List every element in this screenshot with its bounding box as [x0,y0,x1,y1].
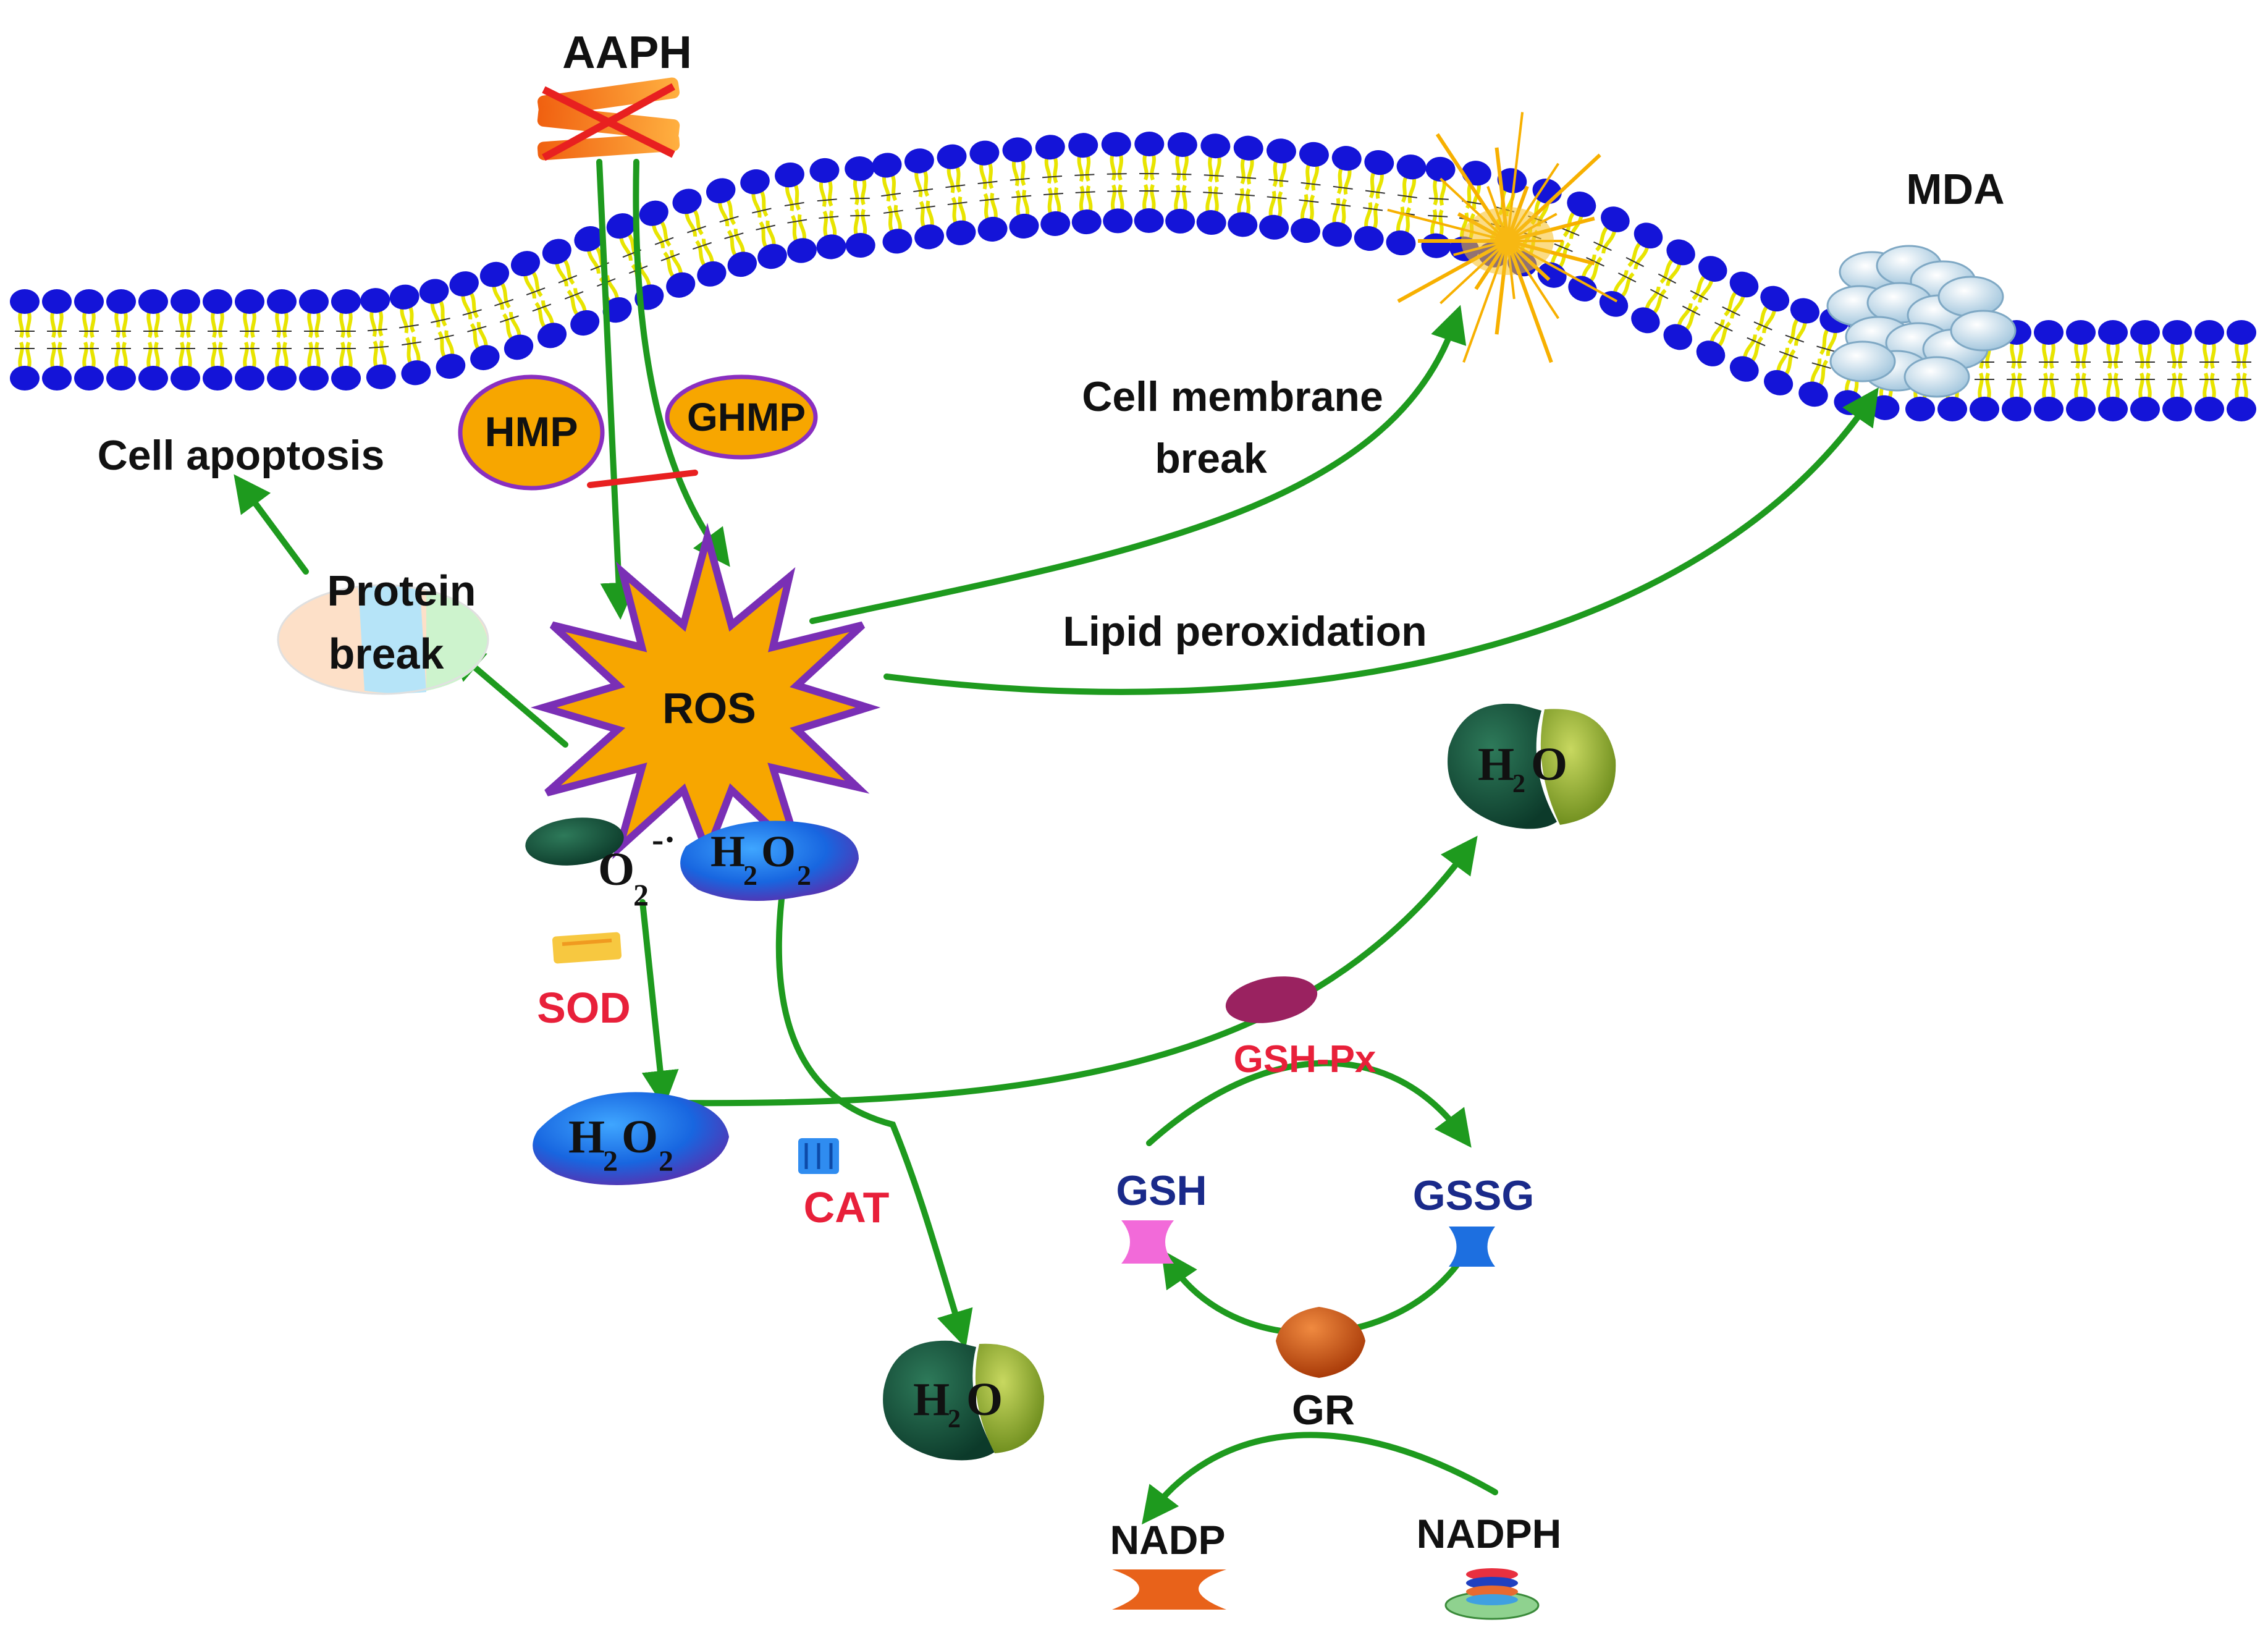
mda-cluster-icon [1826,245,2017,398]
nadp-label: NADP [1110,1517,1225,1563]
gsh-px-label: GSH-Px [1234,1038,1376,1081]
arrow-ros-to-mda [883,387,1879,695]
nadph-molecule-icon [1444,1568,1540,1620]
h2o2-node-bottom: H 2 O 2 [533,1092,729,1185]
h2o-top-h: H [1478,738,1514,790]
arrow-nadph-to-nadp [1142,1432,1498,1525]
superoxide-o: O [598,843,634,895]
gsh-label: GSH [1116,1167,1207,1214]
protein-label: Protein [327,567,476,615]
gsh-molecule-icon [1121,1220,1174,1264]
gssg-label: GSSG [1413,1172,1535,1219]
gssg-molecule-icon [1449,1227,1495,1267]
h2o-top-right-half-icon [1540,709,1616,825]
h2o2-top-o: O [761,827,796,876]
gsh-px-enzyme-icon [1225,976,1318,1023]
sod-enzyme-icon [552,932,622,964]
arrow-protein-to-apoptosis [234,474,309,575]
membrane-break-label: break [1155,435,1267,482]
h2o2-bottom-o: O [622,1111,658,1163]
nadp-molecule-icon [1112,1569,1226,1610]
h2o-bottom-o: O [966,1374,1003,1425]
h2o2-top-sub-2a: 2 [743,859,757,891]
cat-enzyme-icon [798,1138,839,1174]
h2o2-node-top: H 2 O 2 [680,821,859,901]
h2o2-bottom-blob-icon [533,1092,729,1185]
superoxide-blob-icon [525,817,624,866]
nadph-label: NADPH [1417,1511,1562,1556]
h2o-top-sub-2: 2 [1512,770,1525,798]
sod-label: SOD [537,984,631,1032]
h2o-node-top: H 2 O [1448,703,1616,829]
lipid-peroxidation-label: Lipid peroxidation [1063,608,1427,655]
mda-label: MDA [1906,165,2004,213]
hmp-label: HMP [484,408,578,455]
h2o2-blob-icon [680,821,859,901]
h2o-top-o: O [1531,738,1567,790]
ghmp-label: GHMP [687,395,806,439]
cell-membrane-label: Cell membrane [1082,373,1383,420]
arrow-h2o2-to-water-bottom [775,896,973,1348]
arrow-ros-to-membrane-break [809,305,1467,624]
h2o-top-left-half-icon [1448,703,1557,829]
aaph-molecule-icon [537,77,680,161]
h2o2-bottom-h: H [568,1111,605,1163]
arrow-aaph-to-ros [596,159,638,620]
h2o2-bottom-sub-2a: 2 [603,1145,618,1178]
h2o-bottom-right-half-icon [975,1343,1044,1453]
ros-node: ROS [530,523,881,868]
gr-enzyme-icon [1276,1307,1365,1378]
inhibition-bar [587,470,698,488]
gr-label: GR [1292,1387,1355,1434]
arrow-ros-to-protein-break [447,643,568,748]
protein-break-node: Protein break [277,567,489,695]
membrane-break-burst-icon [1387,112,1618,363]
arrow-gsh-to-gssg [1146,1060,1472,1148]
superoxide-radical-mark: -· [652,819,676,859]
arrow-aaph-to-ghmp-path [633,159,730,567]
protein-break-label: break [329,630,444,678]
aaph-label: AAPH [562,27,692,78]
arrow-superoxide-to-h2o2 [639,899,679,1108]
superoxide-node: O 2 -· [525,817,676,912]
ros-label: ROS [662,684,756,732]
h2o2-top-sub-2b: 2 [797,859,811,891]
superoxide-sub-2: 2 [633,877,649,912]
h2o2-bottom-sub-2b: 2 [659,1145,673,1178]
h2o2-top-h: H [710,827,745,876]
cell-membrane-bilayer [10,132,2256,421]
cat-label: CAT [804,1183,890,1231]
h2o-bottom-sub-2: 2 [948,1405,961,1434]
cell-apoptosis-label: Cell apoptosis [98,432,385,479]
hmp-node: HMP [458,374,605,491]
h2o-bottom-left-half-icon [883,1340,995,1461]
ghmp-node: GHMP [665,374,818,460]
h2o-bottom-h: H [913,1374,950,1425]
h2o-node-bottom: H 2 O [883,1340,1044,1461]
